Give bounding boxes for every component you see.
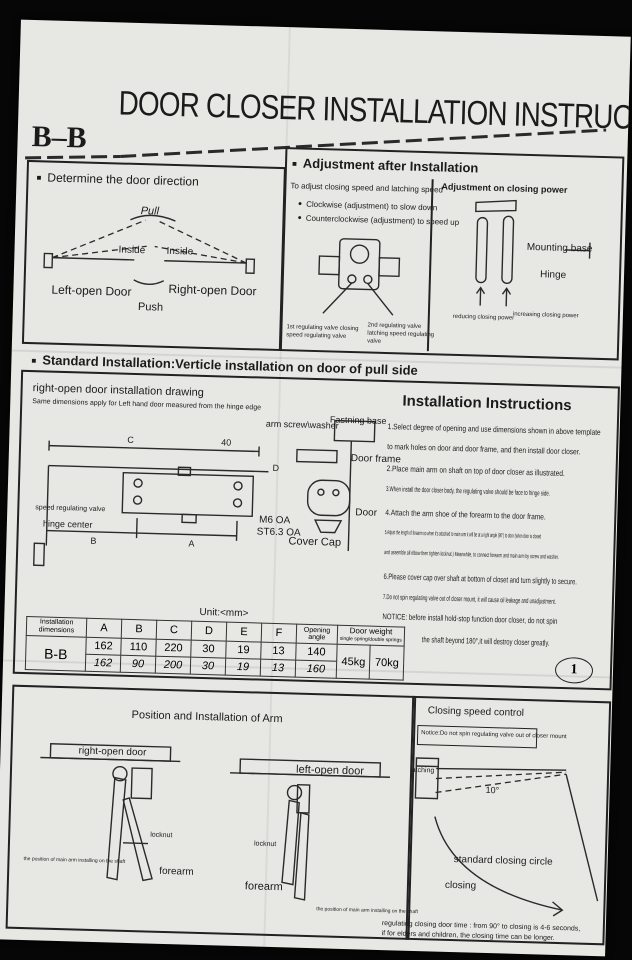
header-a: A (86, 618, 122, 639)
header-d: D (191, 621, 227, 642)
row2-a: 162 (85, 654, 121, 673)
page-number: 1 (570, 662, 578, 678)
row2-d: 30 (190, 657, 226, 676)
arm-left-open-label: left-open door (295, 763, 365, 778)
fastening-base-label: Fastning base (329, 414, 387, 427)
forearm-label-2: forearm (244, 880, 283, 894)
valve1-label: 1st regulating valve closing speed regul… (286, 324, 359, 340)
instruction-paper: B–B DOOR CLOSER INSTALLATION INSTRUCTION… (0, 19, 631, 957)
dim-d-label: D (272, 462, 280, 474)
valve2-label: 2nd regulating valve latching speed regu… (367, 322, 435, 345)
pull-label: Pull (140, 205, 160, 218)
dim-a-label: A (188, 538, 195, 549)
closing-power-diagram (475, 199, 591, 307)
hinge-center-label: hinge center (42, 518, 93, 530)
dim-40-label: 40 (221, 437, 232, 448)
header-install-dims: Installation dimensions (26, 616, 87, 638)
header-f: F (261, 623, 297, 644)
forearm-label-1: forearm (159, 865, 194, 878)
model-cell: B-B (25, 635, 87, 672)
closing-label: closing (444, 879, 477, 892)
row1-angle: 140 (295, 643, 338, 662)
header-b: B (121, 619, 157, 640)
dim-b-label: B (90, 535, 97, 546)
push-label: Push (137, 301, 164, 314)
angle-label: 10° (485, 784, 500, 796)
row1-d: 30 (190, 640, 227, 659)
valve-diagram (318, 238, 401, 316)
row2-c: 200 (155, 656, 191, 675)
door-label: Door (355, 507, 378, 519)
arm-right-open-label: right-open door (78, 745, 147, 759)
weight-single: 45kg (336, 644, 371, 680)
m6-label: M6 OA (258, 514, 291, 527)
mounting-base-label: Mounting base (526, 241, 593, 255)
left-open-door-label: Left-open Door (51, 282, 132, 299)
row2-angle: 160 (295, 660, 337, 679)
latching-label: latching (410, 766, 435, 775)
cover-cap-label: Cover Cap (288, 535, 342, 549)
row2-e: 19 (225, 658, 261, 677)
inside-right-label: Inside (166, 245, 194, 258)
closing-speed-diagram (414, 757, 599, 917)
door-direction-diagram (43, 214, 256, 286)
arm-diagrams (40, 743, 390, 901)
speed-notice-box: Notice:Do not spin regulating valve out … (416, 725, 567, 749)
hinge-label: Hinge (539, 269, 567, 281)
inside-left-label: Inside (118, 244, 146, 257)
unit-label: Unit:<mm> (199, 606, 249, 620)
instructions-list: 1.Select degree of opening and use dimen… (381, 422, 609, 660)
row2-f: 13 (260, 659, 296, 678)
cover-cap-diagram (296, 419, 376, 552)
arm-screw-label: arm screw\washer (265, 418, 339, 431)
row1-a: 162 (85, 637, 122, 656)
row1-e: 19 (225, 641, 262, 660)
dim-c-label: C (127, 434, 134, 445)
header-e: E (226, 622, 262, 643)
row1-b: 110 (120, 638, 157, 657)
instruction-line: NOTICE: before install hold-stop functio… (382, 611, 558, 626)
locknut-label-2: locknut (253, 840, 277, 849)
title-rule (25, 128, 607, 160)
installation-drawing (33, 440, 269, 567)
locknut-label-1: locknut (150, 831, 173, 840)
header-c: C (156, 620, 192, 641)
row1-f: 13 (260, 642, 297, 661)
row1-c: 220 (155, 639, 192, 658)
right-open-door-label: Right-open Door (168, 281, 257, 299)
header-opening-angle: Opening angle (296, 624, 338, 645)
dimensions-table: Installation dimensions A B C D E F Open… (25, 616, 405, 681)
row2-b: 90 (120, 655, 156, 674)
